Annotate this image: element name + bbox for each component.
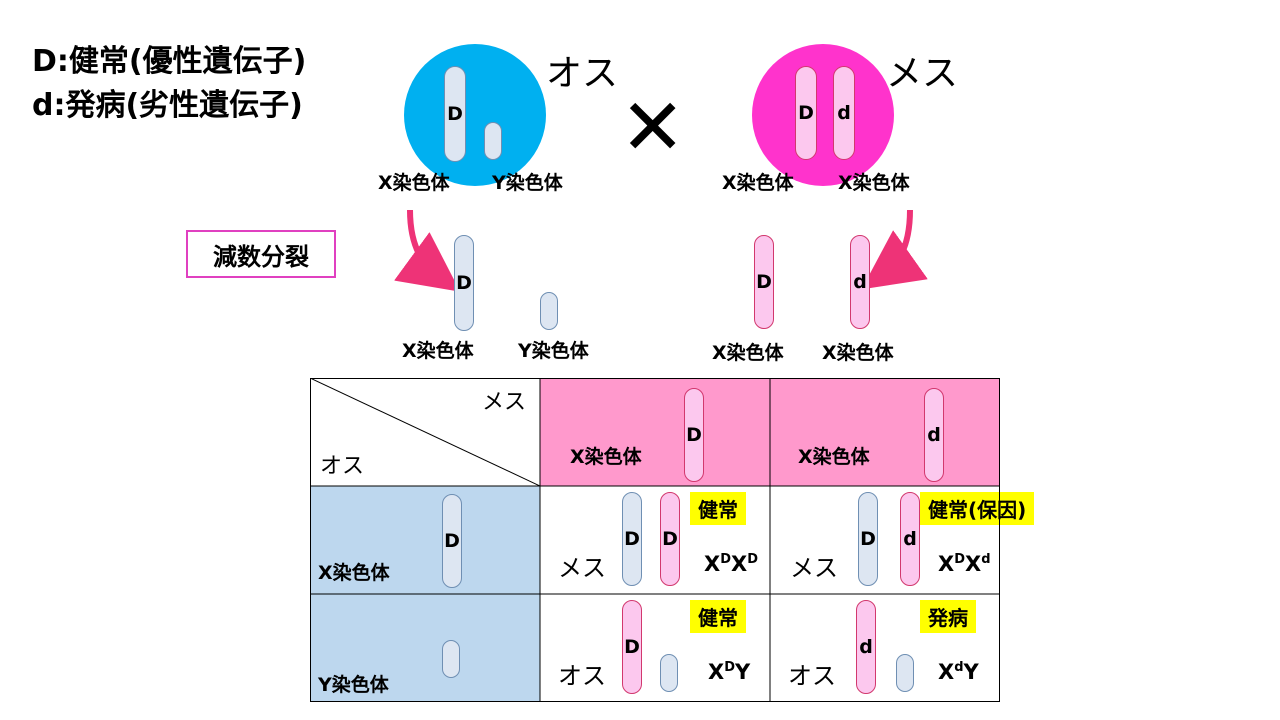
offspring-cell-2: メス D d 健常(保因) XDXd (770, 486, 1035, 594)
offspring-1-chromosome-2: D (660, 492, 680, 586)
female-x-chromosome-2: d (833, 66, 855, 160)
offspring-4-status: 発病 (920, 600, 976, 633)
female-x-label-1: X染色体 (722, 172, 794, 194)
offspring-2-chromosome-2: d (900, 492, 920, 586)
legend-recessive: d:発病(劣性遺伝子) (32, 88, 303, 123)
offspring-3-status: 健常 (690, 600, 746, 633)
offspring-cell-3: オス D 健常 XDY (540, 594, 770, 702)
male-x-chromosome: D (444, 66, 466, 162)
offspring-1-allele-1: D (624, 528, 640, 550)
offspring-2-allele-1: D (860, 528, 876, 550)
gamete-label-3: X染色体 (712, 342, 784, 364)
col-header-1-allele: D (686, 424, 702, 446)
col-header-2: X染色体 d (770, 378, 1000, 486)
offspring-cell-1: メス D D 健常 XDXD (540, 486, 770, 594)
female-label: メス (886, 53, 959, 94)
meiosis-label: 減数分裂 (186, 230, 336, 278)
male-x-label: X染色体 (378, 172, 450, 194)
punnett-grid (310, 378, 1000, 702)
corner-bottom-label: オス (320, 454, 365, 479)
offspring-4-genotype: XdY (938, 660, 979, 684)
col-header-2-label: X染色体 (798, 446, 870, 468)
corner-diagonal (310, 378, 540, 486)
col-header-1-chromosome: D (684, 388, 704, 482)
corner-cell: メス オス (310, 378, 540, 486)
male-label: オス (546, 53, 619, 94)
offspring-2-sex: メス (790, 554, 838, 582)
row-header-1-label: X染色体 (318, 562, 390, 584)
offspring-2-chromosome-1: D (858, 492, 878, 586)
offspring-2-genotype: XDXd (938, 552, 991, 576)
offspring-3-genotype: XDY (708, 660, 751, 684)
punnett-square: メス オス X染色体 D X染色体 d X染色体 D Y染色体 メス D D 健… (310, 378, 1035, 702)
legend: D:健常(優性遺伝子) d:発病(劣性遺伝子) (32, 40, 306, 128)
row-header-1: X染色体 D (310, 486, 540, 594)
female-x-chromosome-1: D (795, 66, 817, 160)
offspring-4-sex: オス (788, 662, 836, 690)
row-header-1-allele: D (444, 530, 460, 552)
gamete-label-4: X染色体 (822, 342, 894, 364)
row-header-1-chromosome: D (442, 494, 462, 588)
female-x-label-2: X染色体 (838, 172, 910, 194)
row-header-2: Y染色体 (310, 594, 540, 702)
offspring-3-chromosome-1: D (622, 600, 642, 694)
gamete-allele-1: D (456, 272, 472, 294)
right-arrow (861, 209, 928, 290)
row-header-2-label: Y染色体 (318, 674, 389, 696)
offspring-2-status: 健常(保因) (920, 492, 1035, 525)
offspring-4-chromosome-2 (896, 654, 914, 692)
row-header-2-chromosome (442, 640, 460, 678)
offspring-1-allele-2: D (662, 528, 678, 550)
offspring-1-status: 健常 (690, 492, 746, 525)
gamete-allele-3: D (756, 271, 772, 293)
col-header-2-allele: d (927, 424, 941, 446)
left-arrow (394, 209, 461, 292)
gamete-label-1: X染色体 (402, 340, 474, 362)
offspring-2-allele-2: d (903, 528, 917, 550)
col-header-2-chromosome: d (924, 388, 944, 482)
offspring-3-chromosome-2 (660, 654, 678, 692)
offspring-4-chromosome-1: d (856, 600, 876, 694)
gamete-label-2: Y染色体 (518, 340, 589, 362)
col-header-1: X染色体 D (540, 378, 770, 486)
gamete-female-x-2: d (850, 235, 870, 329)
offspring-4-allele-1: d (859, 636, 873, 658)
meiosis-text: 減数分裂 (213, 242, 309, 271)
gamete-allele-4: d (853, 271, 867, 293)
female-parent-circle (752, 44, 894, 186)
offspring-3-allele-1: D (624, 636, 640, 658)
gamete-male-y (540, 292, 558, 330)
offspring-1-sex: メス (558, 554, 606, 582)
male-parent-circle (404, 44, 546, 186)
female-allele-2: d (837, 102, 851, 124)
male-x-allele: D (447, 103, 463, 125)
female-allele-1: D (798, 102, 814, 124)
offspring-1-genotype: XDXD (704, 552, 758, 576)
legend-dominant: D:健常(優性遺伝子) (32, 44, 307, 79)
offspring-1-chromosome-1: D (622, 492, 642, 586)
male-y-chromosome (484, 122, 502, 160)
col-header-1-label: X染色体 (570, 446, 642, 468)
offspring-3-sex: オス (558, 662, 606, 690)
gamete-female-x-1: D (754, 235, 774, 329)
corner-top-label: メス (481, 390, 526, 415)
cross-symbol: ✕ (620, 83, 686, 173)
male-y-label: Y染色体 (492, 172, 563, 194)
gamete-male-x: D (454, 235, 474, 331)
offspring-cell-4: オス d 発病 XdY (770, 594, 1000, 702)
